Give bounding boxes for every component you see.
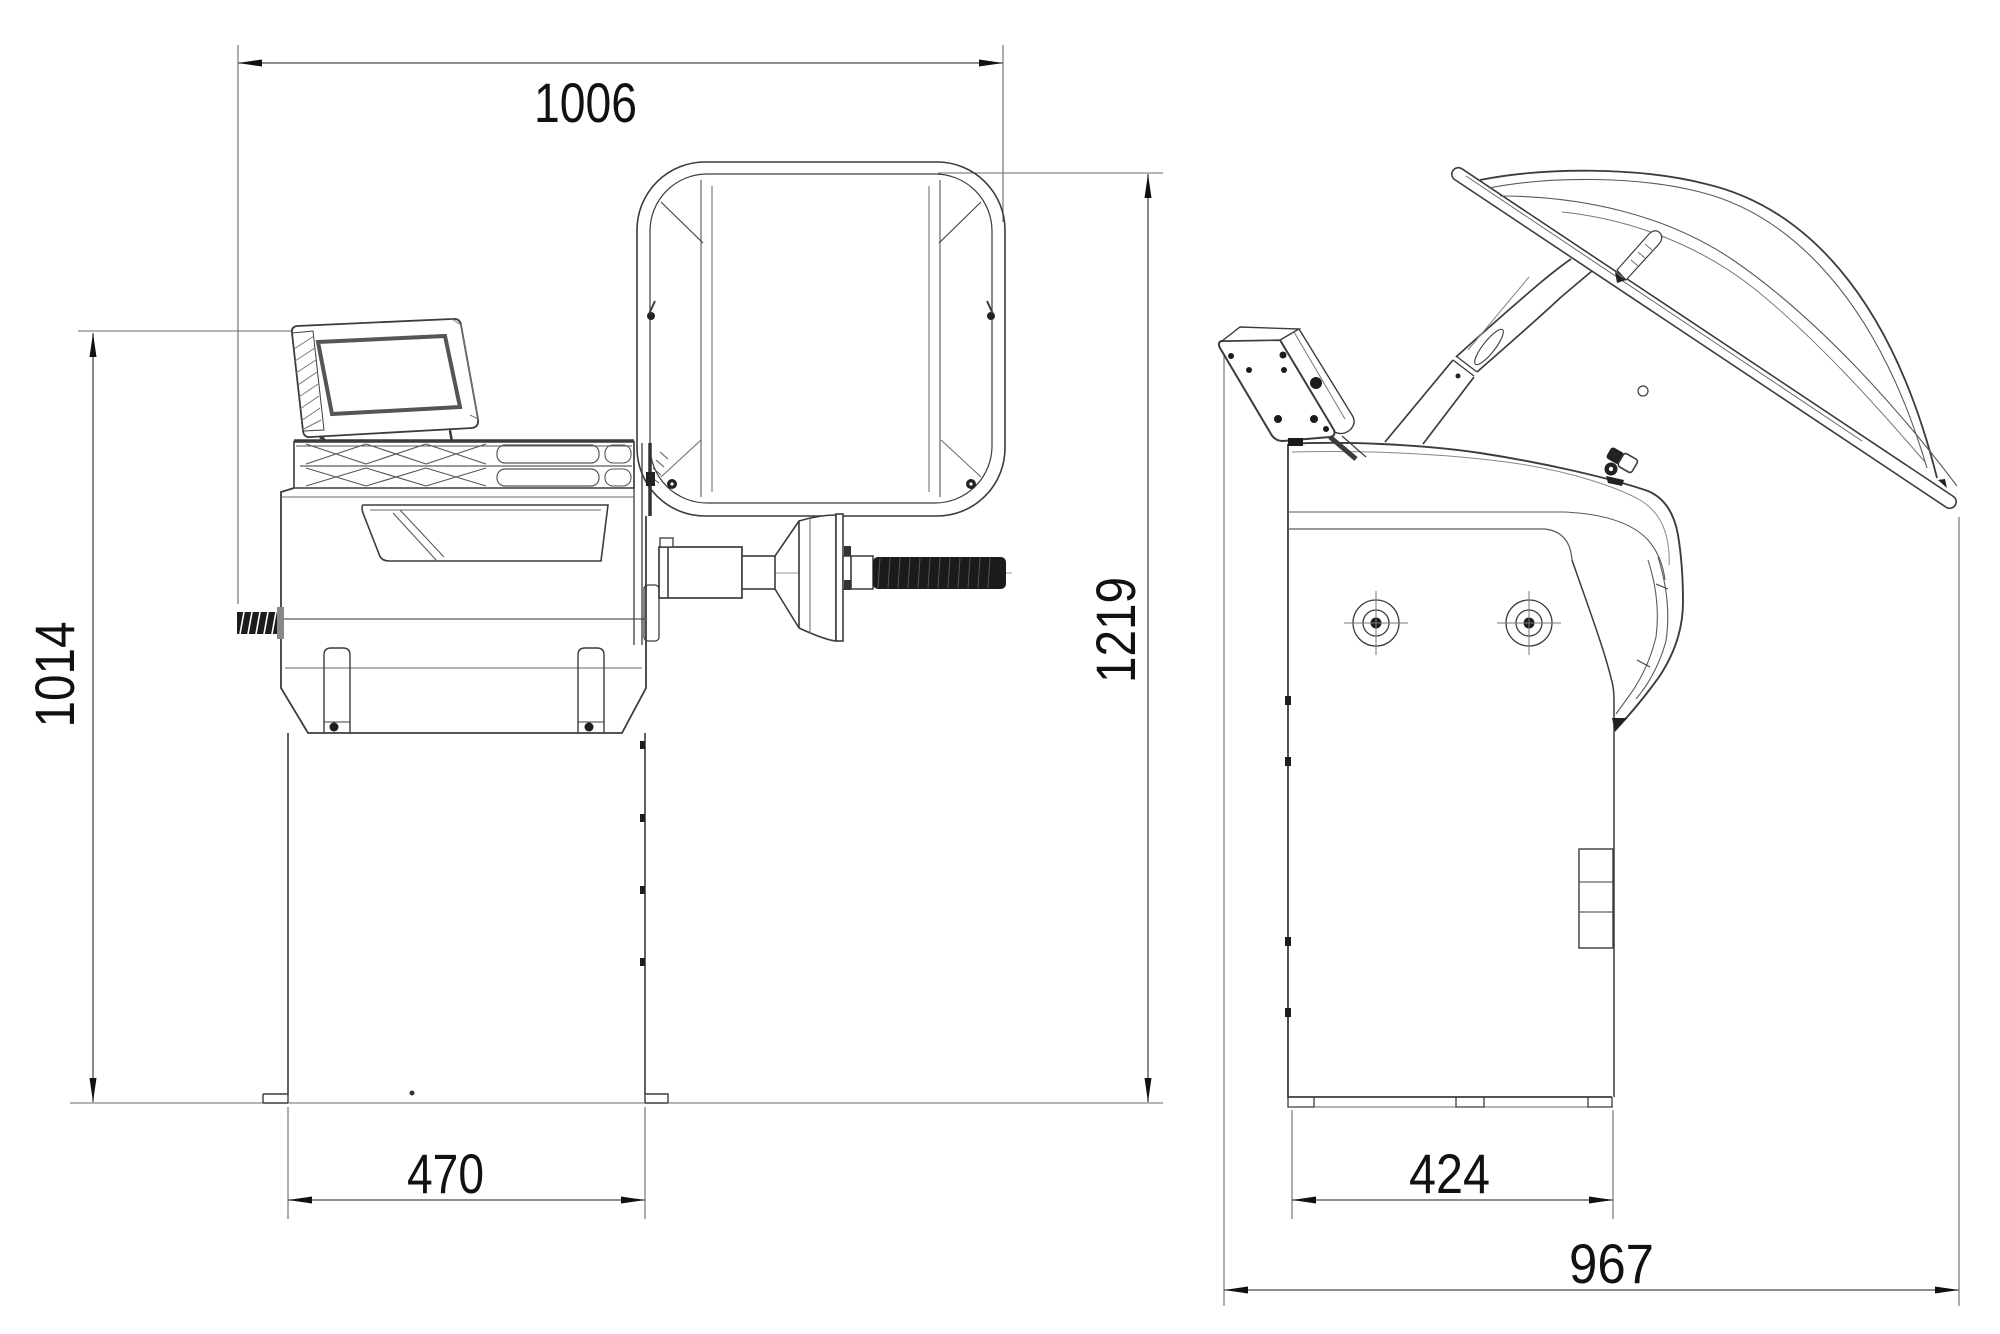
svg-text:1219: 1219	[1084, 577, 1147, 683]
svg-text:470: 470	[407, 1142, 484, 1205]
svg-text:424: 424	[1409, 1142, 1490, 1205]
svg-text:1014: 1014	[23, 622, 86, 728]
svg-text:1006: 1006	[534, 71, 637, 134]
svg-text:967: 967	[1569, 1232, 1654, 1295]
